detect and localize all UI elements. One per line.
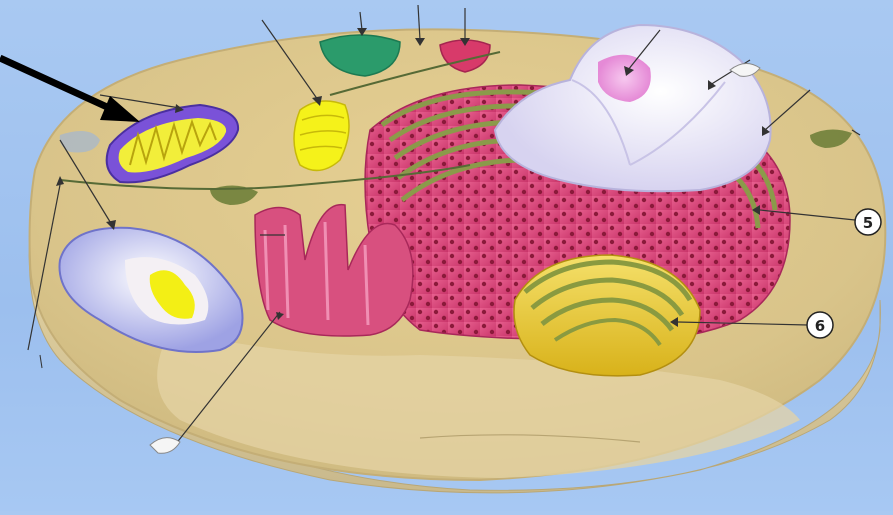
golgi-small bbox=[294, 101, 349, 170]
leader-line bbox=[360, 12, 362, 30]
label-5-text: 5 bbox=[863, 214, 873, 232]
label-fragment-tick bbox=[40, 355, 42, 368]
label-6-text: 6 bbox=[815, 317, 825, 335]
label-fragment-bottom bbox=[150, 438, 180, 454]
label-6-marker: 6 bbox=[807, 312, 833, 338]
label-5-marker: 5 bbox=[855, 209, 881, 235]
